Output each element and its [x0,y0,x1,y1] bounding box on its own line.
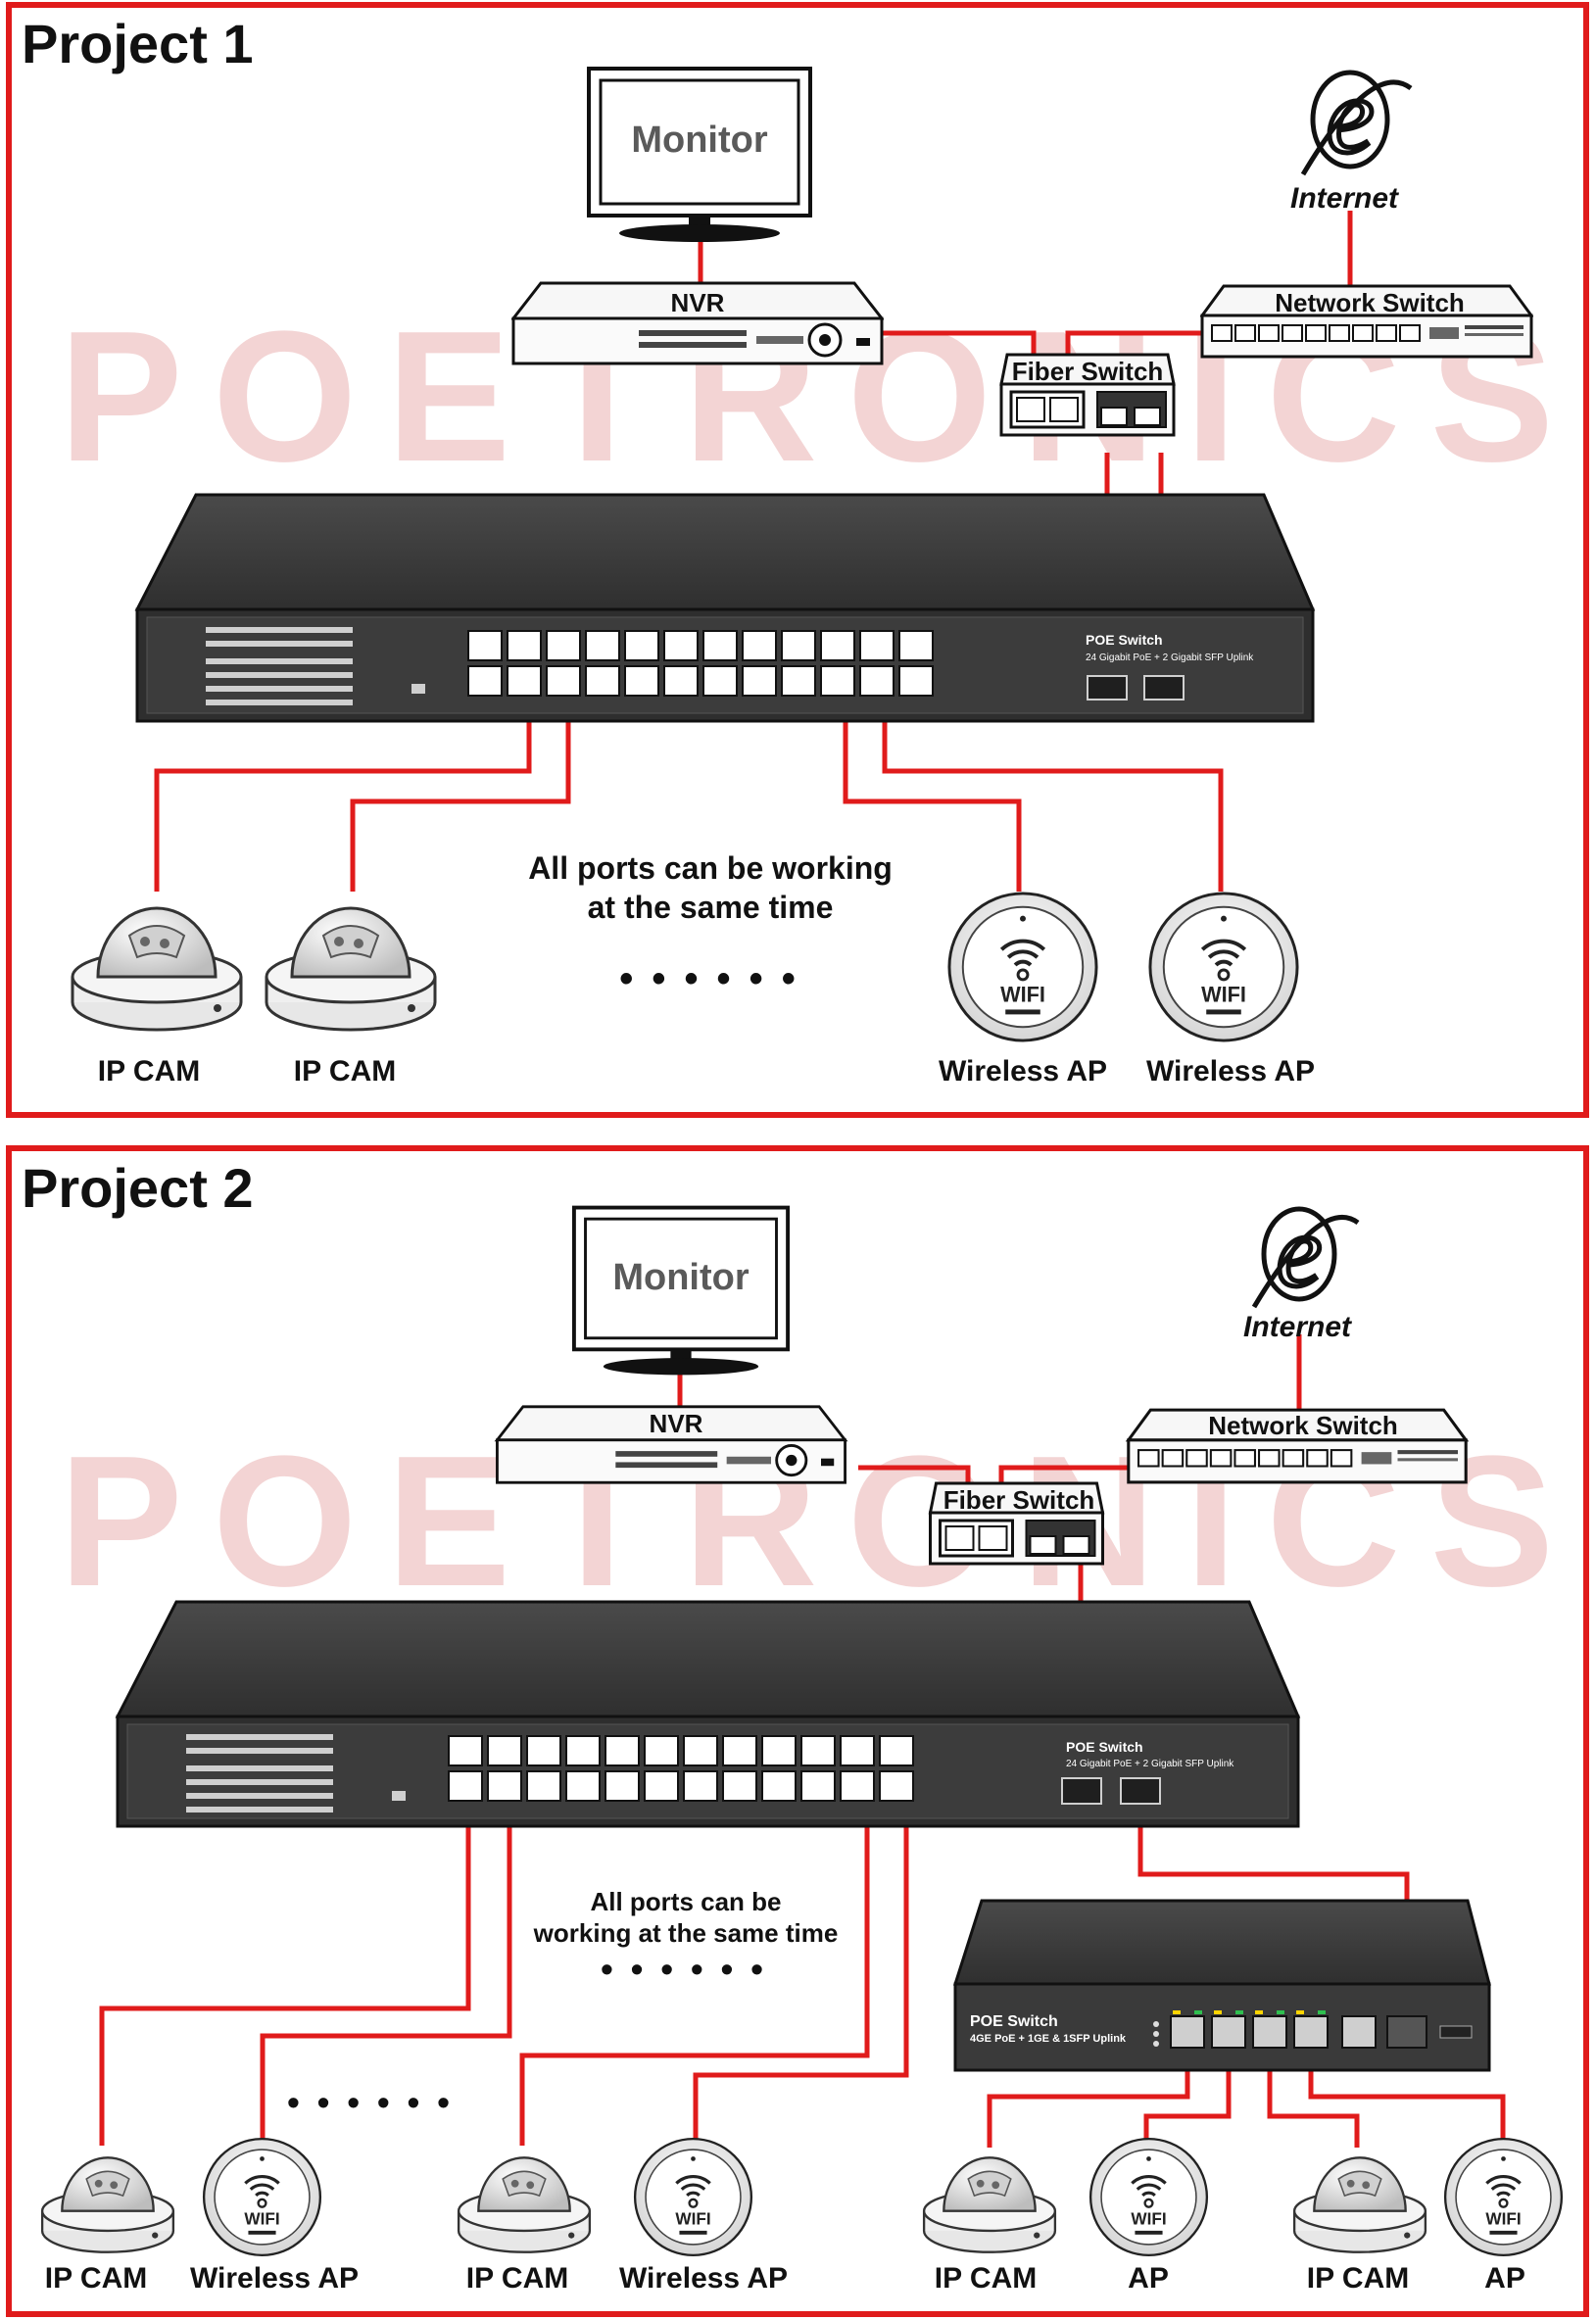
project-2-panel: Project 2 Monitor NVR [6,1145,1589,2317]
project-2-device-label-7: IP CAM [1307,2262,1409,2295]
dome-camera-icon [265,906,437,1032]
project-1-poe-switch-label: POE Switch [1086,632,1163,648]
project-1-monitor-label: Monitor [631,120,768,161]
project-1-ip-cam-2: IP CAM [265,906,437,1088]
project-1-internet-label: Internet [1290,182,1400,215]
project-2-device-label-6: AP [1128,2262,1169,2295]
project-2-wireless-ap-1: Wireless AP [190,2137,359,2295]
project-1-internet: e Internet [1290,54,1413,215]
wireless-ap-icon [1443,2137,1564,2257]
internet-explorer-icon: e [1251,1193,1360,1311]
project-2-device-label-1: IP CAM [45,2262,147,2295]
project-1-panel: Project 1 Monitor NVR [6,2,1589,1118]
project-1-ip-cam-1: IP CAM [71,906,243,1088]
poe-switch-icon [115,1600,1301,1828]
project-2-frame [6,1145,1589,2317]
project-2-small-poe-switch-label: POE Switch [970,2013,1058,2030]
project-1-nvr-label: NVR [671,288,725,317]
project-2-fiber-switch: Fiber Switch [928,1481,1105,1566]
project-2-ap-2: AP [1443,2137,1564,2295]
project-2-internet: e Internet [1243,1193,1360,1343]
project-1-frame [6,2,1589,1118]
project-2-ip-cam-2: IP CAM [457,2156,592,2295]
project-1-device-label-2: IP CAM [294,1055,396,1088]
project-1-network-switch: Network Switch [1200,284,1533,359]
project-2-nvr-label: NVR [650,1409,703,1438]
wireless-ap-icon [202,2137,322,2257]
project-2-wireless-ap-2: Wireless AP [619,2137,788,2295]
project-1-poe-switch-spec: 24 Gigabit PoE + 2 Gigabit SFP Uplink [1086,652,1254,663]
project-2-small-poe-switch: POE Switch 4GE PoE + 1GE & 1SFP Uplink [952,1899,1491,2072]
project-1-dots: • • • • • • [619,957,799,1000]
project-2-ip-cam-4: IP CAM [1292,2156,1427,2295]
project-2-monitor: Monitor [572,1205,790,1377]
project-1-network-switch-label: Network Switch [1275,288,1465,317]
project-2-note-line-1: All ports can be [590,1887,781,1916]
project-2-network-switch: Network Switch [1127,1408,1468,1484]
project-2-nvr: NVR [495,1405,847,1484]
dome-camera-icon [40,2156,175,2253]
project-2-poe-switch-spec: 24 Gigabit PoE + 2 Gigabit SFP Uplink [1066,1759,1234,1769]
project-2-dots-left: • • • • • • [287,2082,454,2122]
project-2-internet-label: Internet [1243,1311,1353,1343]
project-2-note-line-2: working at the same time [533,1918,839,1948]
project-1-fiber-switch: Fiber Switch [999,353,1176,437]
project-1-title: Project 1 [22,13,254,74]
project-1-device-label-3: Wireless AP [939,1055,1107,1088]
project-1-nvr: NVR [511,281,884,365]
wireless-ap-icon [1088,2137,1209,2257]
project-2-title: Project 2 [22,1157,254,1219]
project-2-device-label-8: AP [1484,2262,1525,2295]
wireless-ap-icon [1147,891,1300,1043]
project-2-poe-switch: POE Switch 24 Gigabit PoE + 2 Gigabit SF… [115,1600,1301,1828]
project-2-small-poe-switch-spec: 4GE PoE + 1GE & 1SFP Uplink [970,2033,1127,2045]
project-2-network-switch-label: Network Switch [1208,1411,1398,1440]
project-1-poe-switch: POE Switch 24 Gigabit PoE + 2 Gigabit SF… [134,493,1316,723]
project-2-poe-switch-label: POE Switch [1066,1739,1143,1755]
project-2-monitor-label: Monitor [612,1257,750,1298]
poe-switch-icon [952,1899,1491,2072]
dome-camera-icon [922,2156,1057,2253]
wireless-ap-icon [946,891,1099,1043]
svg-text:e: e [1277,1195,1322,1308]
project-1-monitor: Monitor [589,69,810,242]
project-2-device-label-5: IP CAM [935,2262,1037,2295]
project-2-dots: • • • • • • [601,1949,767,1989]
project-2-device-label-4: Wireless AP [619,2262,788,2295]
project-2-ip-cam-1: IP CAM [40,2156,175,2295]
project-2-ap-1: AP [1088,2137,1209,2295]
project-1-note-line-2: at the same time [588,890,834,925]
project-1-wireless-ap-1: Wireless AP [939,891,1107,1088]
project-1-device-label-1: IP CAM [98,1055,200,1088]
dome-camera-icon [71,906,243,1032]
project-2-ip-cam-3: IP CAM [922,2156,1057,2295]
project-1-device-label-4: Wireless AP [1146,1055,1315,1088]
internet-explorer-icon: e [1300,54,1413,178]
project-2-device-label-2: Wireless AP [190,2262,359,2295]
poe-switch-icon [134,493,1316,723]
project-2-fiber-switch-label: Fiber Switch [943,1485,1095,1515]
svg-text:e: e [1327,56,1375,175]
project-1-fiber-switch-label: Fiber Switch [1012,357,1164,386]
dome-camera-icon [457,2156,592,2253]
project-2-device-label-3: IP CAM [466,2262,568,2295]
wireless-ap-icon [633,2137,753,2257]
dome-camera-icon [1292,2156,1427,2253]
project-1-note-line-1: All ports can be working [528,850,893,886]
project-1-wireless-ap-2: Wireless AP [1146,891,1315,1088]
